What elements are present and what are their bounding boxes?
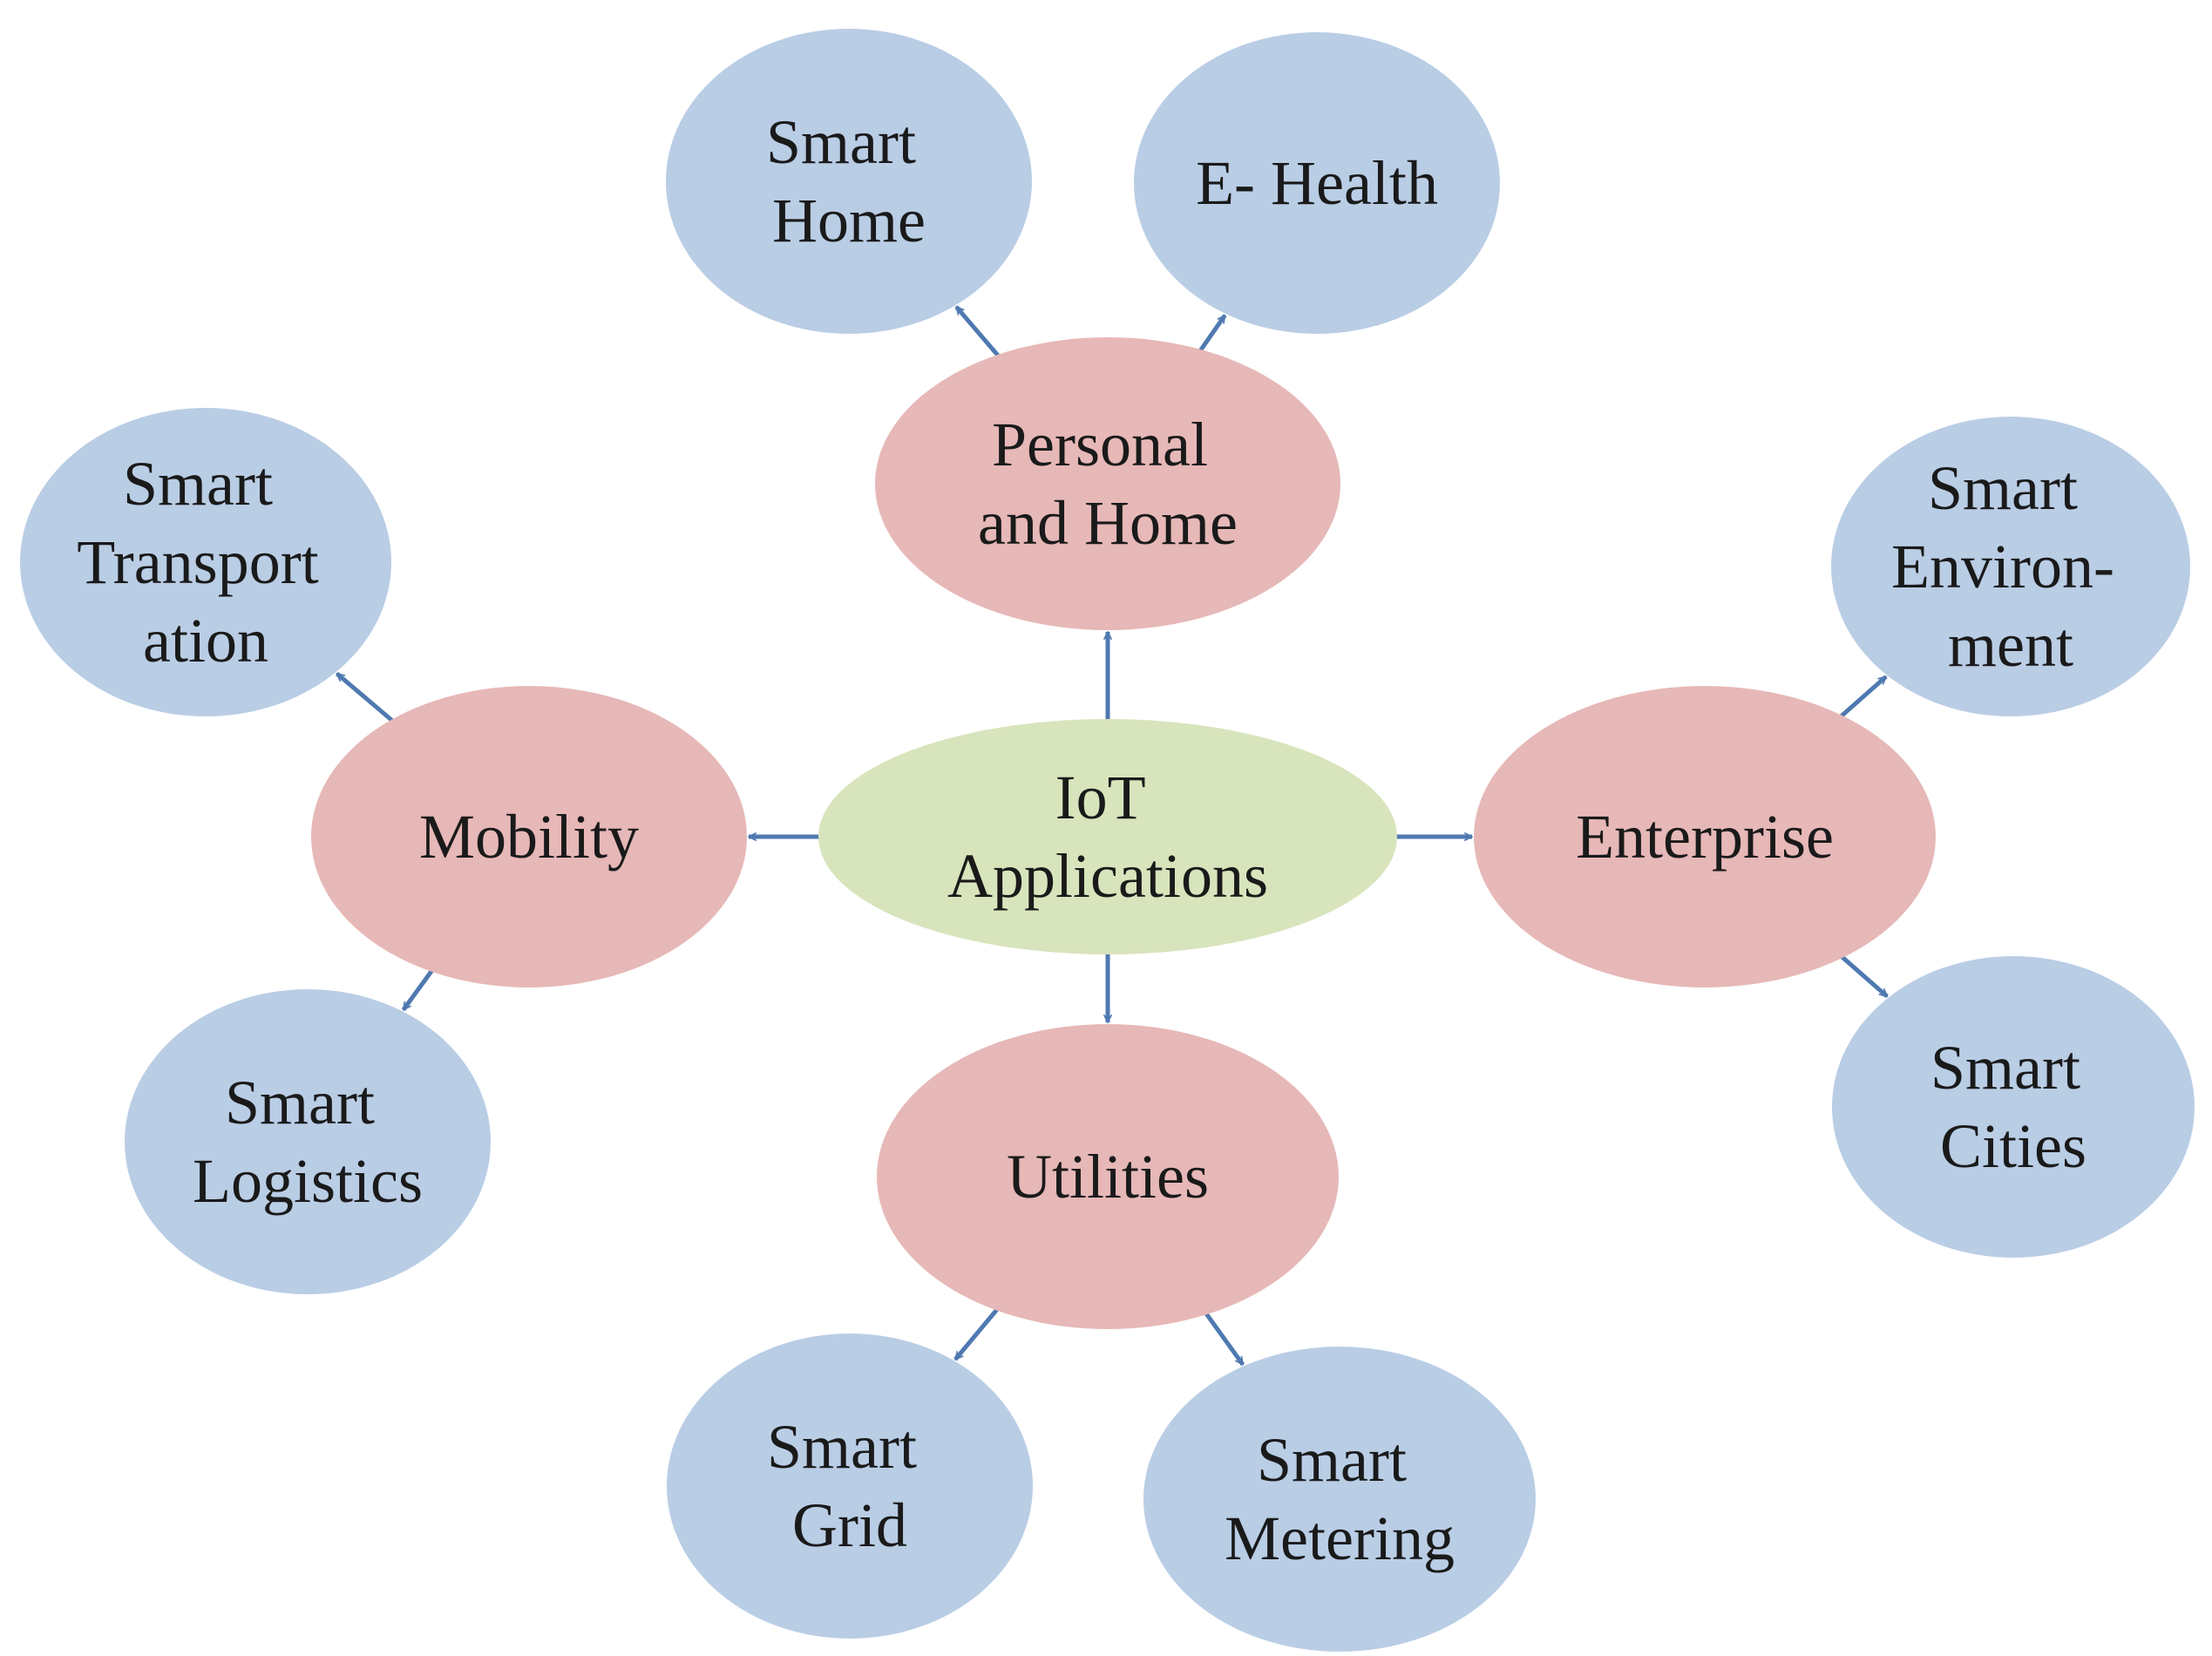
smart-grid-line-2: Grid: [792, 1490, 907, 1560]
category-utilities-label: Utilities: [1007, 1142, 1209, 1211]
center-node-label: IoT Applications: [947, 763, 1268, 911]
application-smart-home-label: Smart Home: [766, 107, 932, 255]
smart-home-line-1: Smart: [766, 107, 916, 177]
center-line-1: IoT: [1055, 763, 1145, 832]
center-node: IoT Applications: [818, 719, 1397, 954]
smart-grid-line-1: Smart: [767, 1412, 917, 1482]
application-smart-logistics: Smart Logistics: [125, 989, 491, 1294]
application-smart-transportation-label: Smart Transport ation: [77, 449, 334, 675]
application-smart-metering-shape: [1143, 1347, 1536, 1652]
smart-cities-line-2: Cities: [1940, 1111, 2086, 1181]
application-smart-environment-label: Smart Environ- ment: [1891, 453, 2130, 680]
arrow-personal-home-to-e-health: [1197, 316, 1227, 354]
application-smart-home-shape: [666, 29, 1032, 334]
arrow-personal-home-to-smart-home: [954, 305, 1001, 359]
application-smart-grid: Smart Grid: [667, 1334, 1033, 1639]
utilities-line-1: Utilities: [1007, 1142, 1209, 1211]
application-e-health-label: E- Health: [1196, 148, 1438, 218]
smart-logistics-line-1: Smart: [225, 1068, 375, 1137]
smart-home-line-2: Home: [772, 186, 926, 255]
edges: [335, 305, 1889, 1365]
smart-transportation-line-2: Transport: [77, 527, 318, 597]
smart-transportation-line-1: Smart: [123, 449, 273, 519]
smart-metering-line-2: Metering: [1225, 1503, 1455, 1573]
arrow-utilities-to-smart-metering: [1203, 1310, 1245, 1365]
smart-environment-line-1: Smart: [1928, 453, 2078, 523]
application-smart-cities: Smart Cities: [1832, 956, 2195, 1258]
category-enterprise-shape: [1474, 686, 1936, 987]
category-personal-home: Personal and Home: [875, 337, 1340, 630]
arrow-enterprise-to-smart-environment: [1837, 675, 1888, 720]
category-enterprise: Enterprise: [1474, 686, 1936, 987]
smart-transportation-line-3: ation: [143, 606, 268, 675]
category-utilities-shape: [877, 1024, 1339, 1329]
application-smart-logistics-shape: [125, 989, 491, 1294]
application-smart-cities-label: Smart Cities: [1930, 1033, 2096, 1181]
smart-environment-line-3: ment: [1948, 610, 2073, 680]
personal-home-line-1: Personal: [992, 410, 1208, 479]
application-smart-grid-shape: [667, 1334, 1033, 1639]
enterprise-line-1: Enterprise: [1576, 802, 1834, 872]
smart-environment-line-2: Environ-: [1891, 532, 2114, 601]
application-smart-home: Smart Home: [666, 29, 1032, 334]
application-e-health: E- Health: [1134, 32, 1500, 334]
arrow-mobility-to-smart-logistics: [401, 967, 436, 1009]
category-enterprise-label: Enterprise: [1576, 802, 1834, 872]
e-health-line-1: E- Health: [1196, 148, 1438, 218]
arrow-enterprise-to-smart-cities: [1838, 954, 1889, 999]
application-smart-metering: Smart Metering: [1143, 1347, 1536, 1652]
category-mobility: Mobility: [311, 686, 747, 987]
category-personal-home-shape: [875, 337, 1340, 630]
arrow-utilities-to-smart-grid: [953, 1306, 1001, 1361]
smart-logistics-line-2: Logistics: [193, 1146, 423, 1216]
smart-cities-line-1: Smart: [1930, 1033, 2080, 1103]
application-smart-metering-label: Smart Metering: [1225, 1425, 1455, 1573]
application-smart-cities-shape: [1832, 956, 2195, 1258]
center-node-shape: [818, 719, 1397, 954]
smart-metering-line-1: Smart: [1257, 1425, 1407, 1495]
category-utilities: Utilities: [877, 1024, 1339, 1329]
application-smart-logistics-label: Smart Logistics: [193, 1068, 423, 1216]
application-smart-transportation: Smart Transport ation: [20, 408, 391, 716]
mobility-line-1: Mobility: [419, 802, 639, 872]
application-smart-grid-label: Smart Grid: [767, 1412, 933, 1560]
category-mobility-shape: [311, 686, 747, 987]
center-line-2: Applications: [947, 841, 1268, 911]
category-personal-home-label: Personal and Home: [978, 410, 1238, 558]
personal-home-line-2: and Home: [978, 488, 1238, 558]
application-smart-environment: Smart Environ- ment: [1831, 417, 2190, 716]
application-smart-transportation-shape: [20, 408, 391, 716]
category-mobility-label: Mobility: [419, 802, 639, 872]
application-smart-environment-shape: [1831, 417, 2190, 716]
application-e-health-shape: [1134, 32, 1500, 334]
arrow-mobility-to-smart-transportation: [335, 671, 396, 724]
